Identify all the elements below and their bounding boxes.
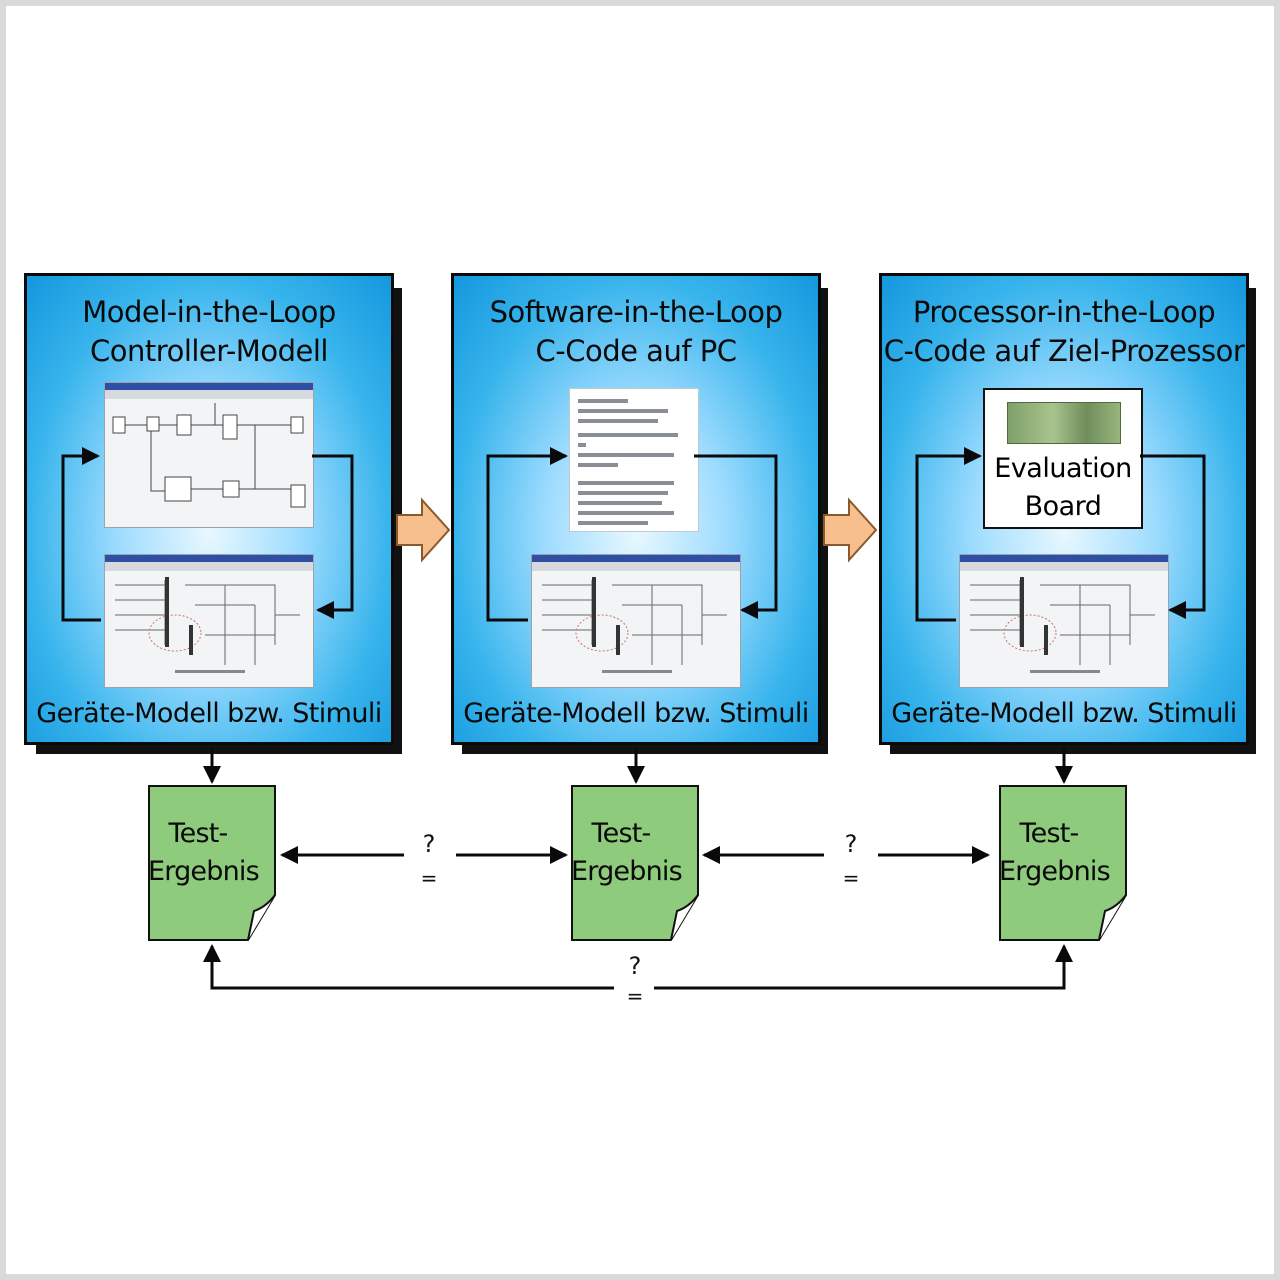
block-diagram-graphic [112, 403, 306, 508]
panel-title-line1: Software-in-the-Loop [489, 295, 783, 329]
panel-footer: Geräte-Modell bzw. Stimuli [463, 698, 809, 729]
document-shape [999, 785, 1127, 941]
c-code-listing [569, 388, 699, 532]
result-label: Test- Ergebnis [571, 818, 683, 887]
panel-processor-in-the-loop: Processor-in-the-Loop C-Code auf Ziel-Pr… [879, 273, 1249, 745]
panel-title: Software-in-the-Loop C-Code auf PC [454, 293, 818, 371]
evaluation-board-label: Evaluation Board [994, 453, 1132, 522]
panel-software-in-the-loop: Software-in-the-Loop C-Code auf PC Gerät… [451, 273, 821, 745]
loop-arrows-panel-1 [61, 447, 354, 622]
result-label: Test- Ergebnis [999, 818, 1111, 887]
result-label: Test- Ergebnis [148, 818, 260, 887]
transition-arrow-2 [823, 497, 878, 563]
document-shape [148, 785, 276, 941]
transition-arrow-1 [396, 497, 451, 563]
comparison-question-mark: ? [422, 830, 436, 858]
test-result-document-3: Test- Ergebnis [999, 785, 1127, 941]
plant-model-screenshot [531, 554, 741, 688]
comparison-question-mark: ? [844, 830, 858, 858]
comparison-question-mark: ? [628, 952, 642, 980]
panel-title-line2: C-Code auf PC [535, 334, 738, 368]
test-result-document-2: Test- Ergebnis [571, 785, 699, 941]
circuit-board-image [1007, 402, 1121, 444]
panel-title-line1: Processor-in-the-Loop [912, 295, 1216, 329]
down-arrows [203, 748, 1073, 784]
panel-model-in-the-loop: Model-in-the-Loop Controller-Modell [24, 273, 394, 745]
comparison-equals-sign: = [420, 866, 438, 890]
panel-footer: Geräte-Modell bzw. Stimuli [891, 698, 1237, 729]
panel-title-line2: C-Code auf Ziel-Prozessor [883, 334, 1245, 368]
panel-footer: Geräte-Modell bzw. Stimuli [36, 698, 382, 729]
comparison-equals-sign: = [842, 866, 860, 890]
plant-model-screenshot [104, 554, 314, 688]
evaluation-board-box: Evaluation Board [983, 388, 1143, 529]
comparison-equals-sign: = [626, 984, 644, 1008]
loop-arrows-panel-3 [915, 447, 1206, 622]
comparison-arrows [203, 846, 1073, 990]
plant-diagram-graphic [115, 577, 300, 673]
controller-model-screenshot [104, 382, 314, 528]
panel-title-line1: Model-in-the-Loop [82, 295, 336, 329]
plant-diagram-graphic [542, 577, 727, 673]
plant-model-screenshot [959, 554, 1169, 688]
test-result-document-1: Test- Ergebnis [148, 785, 276, 941]
panel-title: Processor-in-the-Loop C-Code auf Ziel-Pr… [882, 293, 1246, 371]
panel-title-line2: Controller-Modell [90, 334, 328, 368]
panel-title: Model-in-the-Loop Controller-Modell [27, 293, 391, 371]
plant-diagram-graphic [970, 577, 1155, 673]
loop-arrows-panel-2 [486, 447, 778, 622]
document-shape [571, 785, 699, 941]
